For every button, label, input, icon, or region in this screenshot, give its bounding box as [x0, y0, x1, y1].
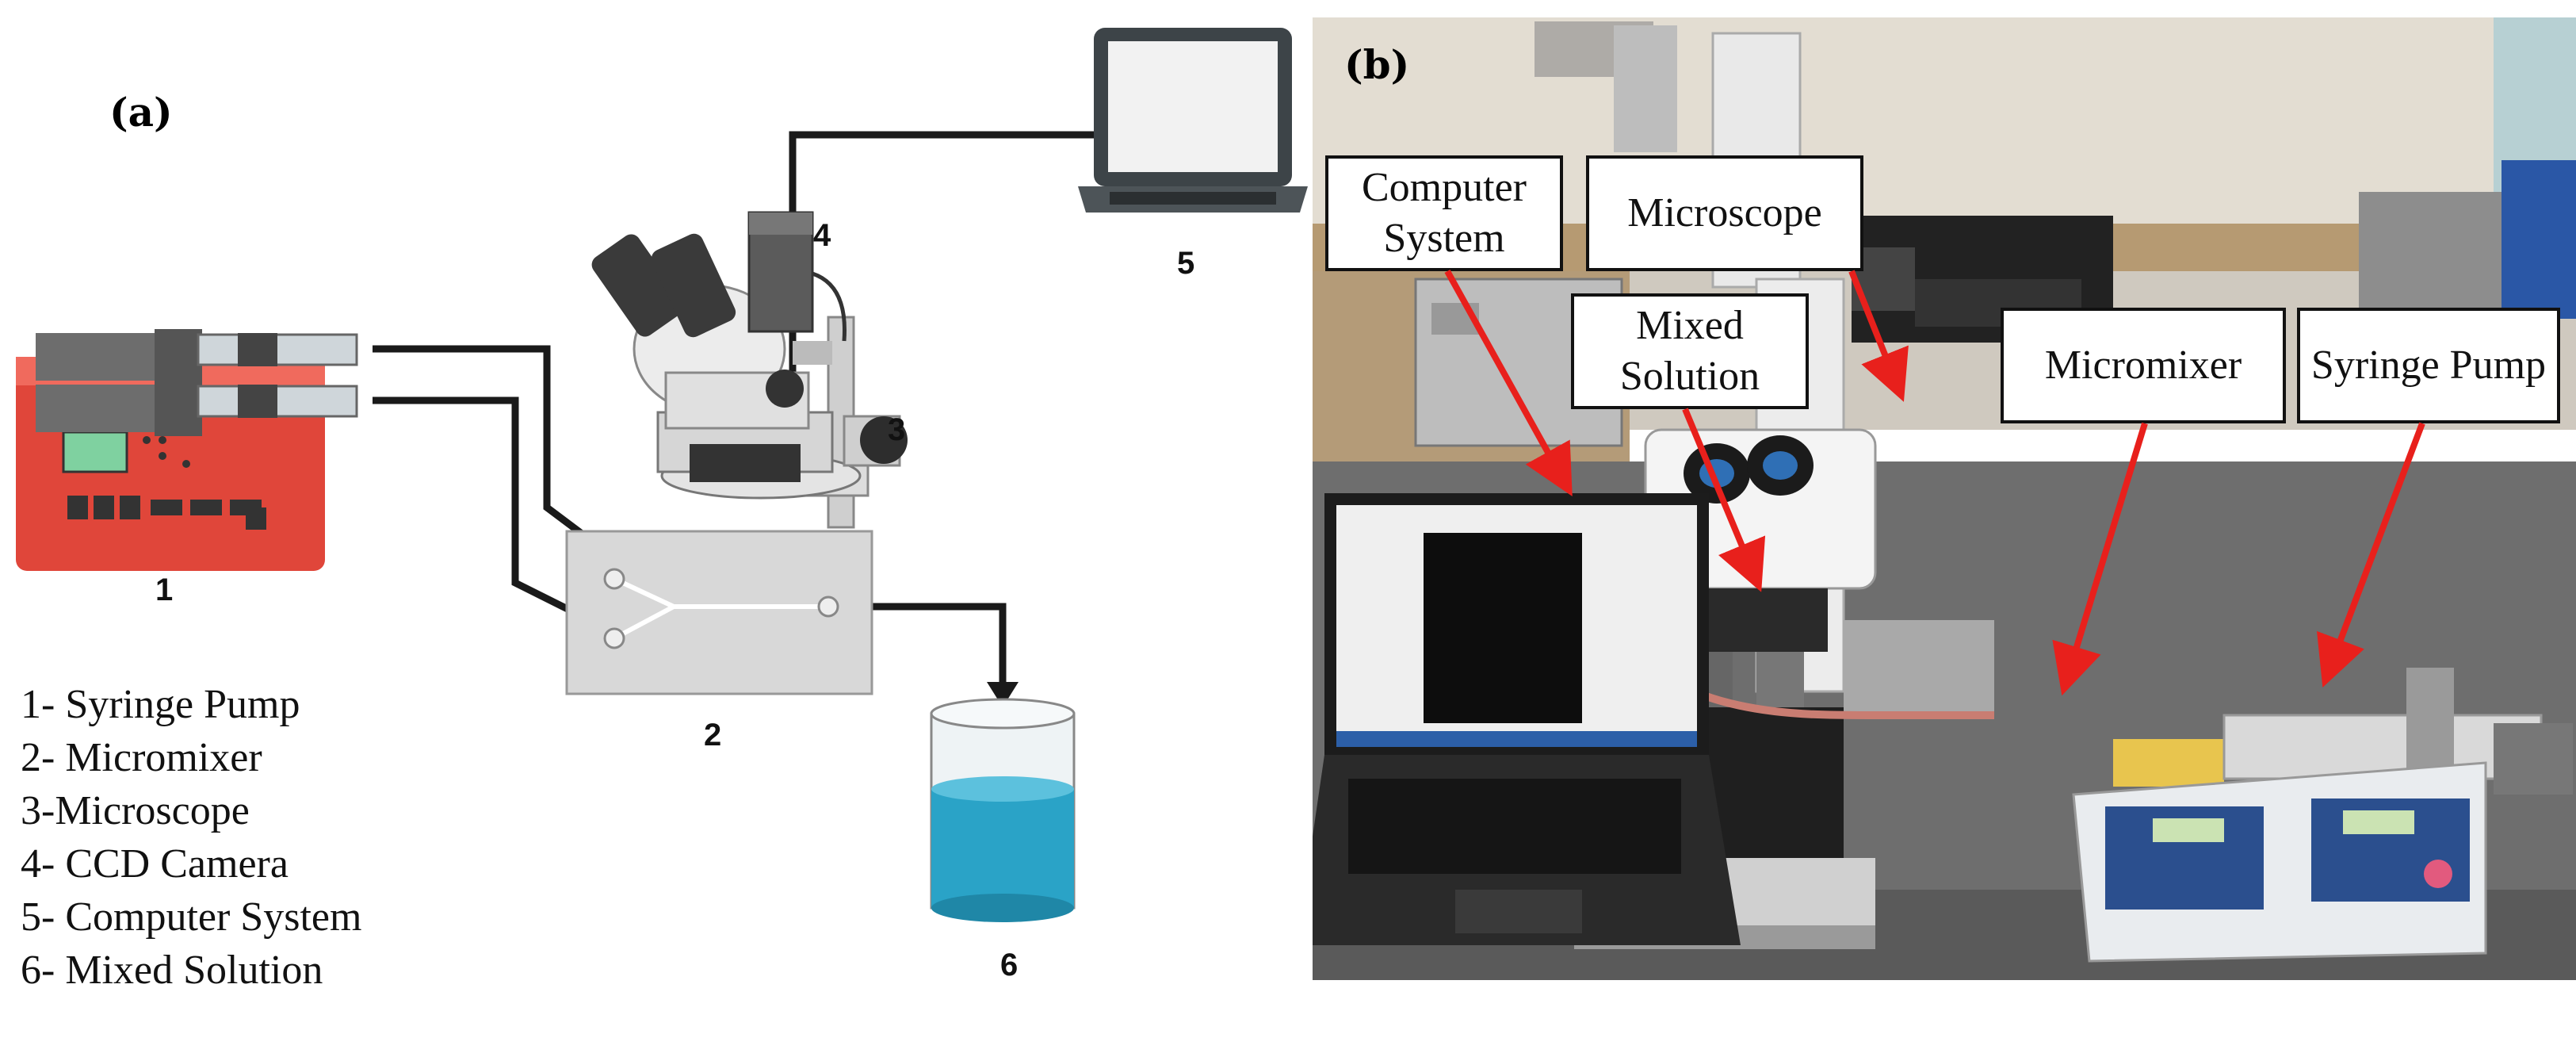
- callout-computer-system: Computer System: [1325, 155, 1563, 271]
- callout-arrows: [1444, 270, 2425, 696]
- arrow-computer-system: [1444, 270, 1573, 496]
- arrow-mixed-solution: [1682, 408, 1766, 592]
- number-3: 3: [888, 412, 906, 447]
- panel-b-photo: (b) Computer System Microscope Mixed Sol…: [1313, 17, 2576, 980]
- callout-micromixer: Micromixer: [2001, 308, 2286, 423]
- microscope-drawing: [591, 233, 908, 529]
- schematic-drawing: [16, 28, 1308, 922]
- laptop-drawing: [1078, 28, 1308, 213]
- legend-item-1: 1- Syringe Pump: [21, 682, 300, 727]
- arrow-microscope: [1848, 270, 1909, 402]
- panel-a-label: (a): [109, 89, 173, 136]
- component-legend: 1- Syringe Pump 2- Micromixer 3-Microsco…: [21, 678, 401, 997]
- callout-syringe-pump: Syringe Pump: [2297, 308, 2560, 423]
- number-6: 6: [1000, 948, 1019, 982]
- arrow-syringe-pump: [2317, 422, 2425, 687]
- number-5: 5: [1177, 246, 1195, 281]
- outlet-arrowhead: [987, 682, 1019, 707]
- beaker-drawing: [930, 698, 1076, 922]
- legend-item-6: 6- Mixed Solution: [21, 948, 323, 993]
- number-4: 4: [813, 218, 831, 253]
- callout-mixed-solution: Mixed Solution: [1571, 293, 1809, 409]
- arrow-micromixer: [2052, 422, 2148, 696]
- syringe-pump-drawing: [16, 329, 358, 571]
- legend-item-4: 4- CCD Camera: [21, 841, 289, 887]
- micromixer-chip-drawing: [565, 530, 873, 695]
- legend-item-2: 2- Micromixer: [21, 735, 262, 780]
- panel-b-label: (b): [1344, 41, 1410, 88]
- panel-a-schematic: (a): [16, 28, 1308, 997]
- legend-item-3: 3-Microscope: [21, 788, 250, 833]
- number-2: 2: [704, 718, 722, 753]
- ccd-camera-drawing: [747, 211, 847, 342]
- legend-item-5: 5- Computer System: [21, 894, 362, 940]
- number-1: 1: [155, 573, 174, 607]
- callout-microscope: Microscope: [1586, 155, 1863, 271]
